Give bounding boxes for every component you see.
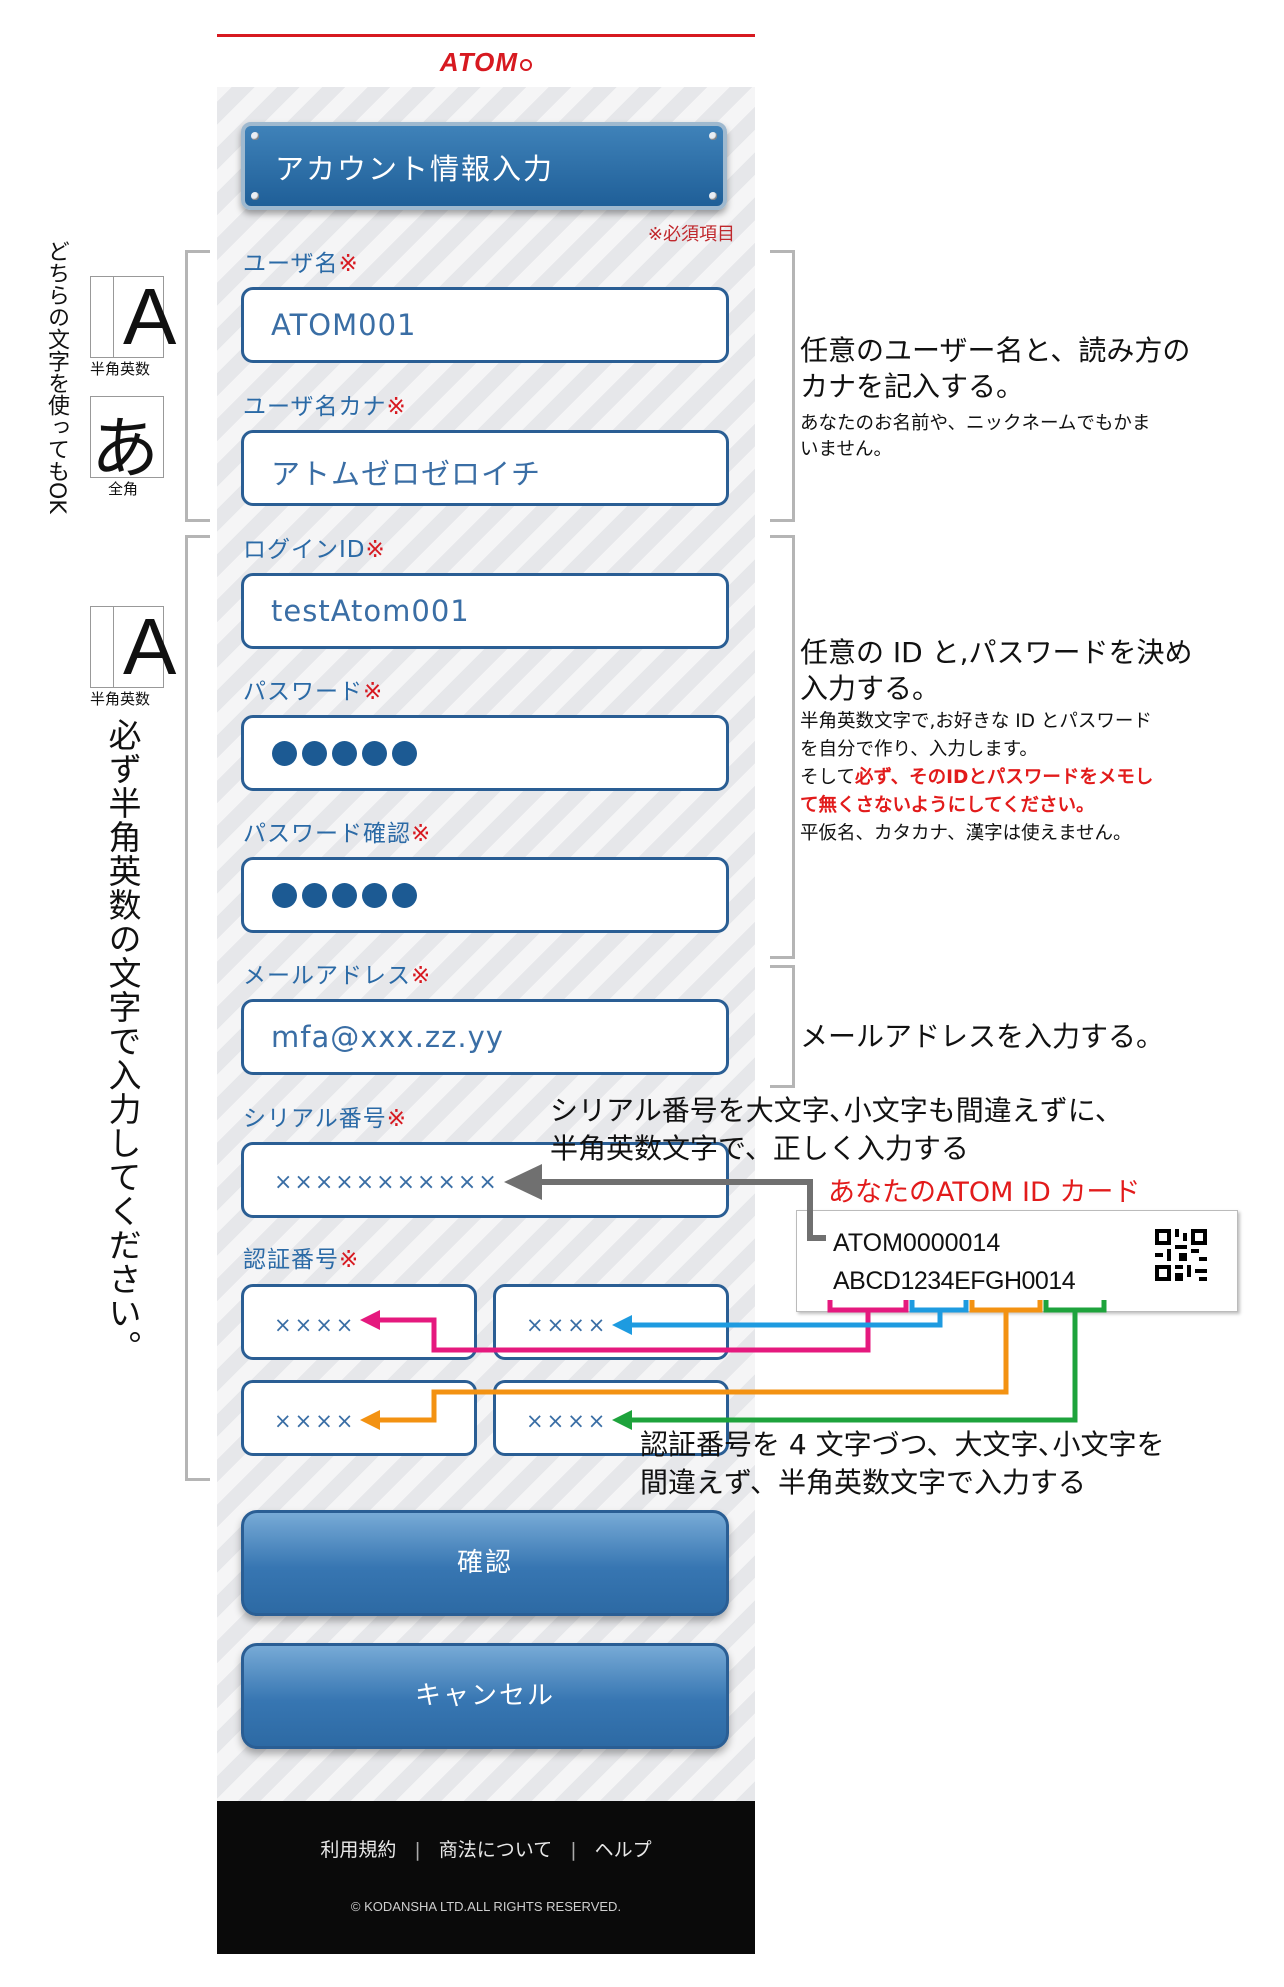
seg4-arrowhead [612,1410,632,1430]
screw-icon [709,192,717,200]
serial-label: シリアル番号※ [243,1106,408,1132]
bracket-id-left [185,535,210,1481]
note-id-6: て無くさないようにしてください。 [800,795,1095,816]
char-a-glyph: A [123,272,177,361]
seg2-arrow [630,1310,943,1328]
email-label: メールアドレス※ [243,963,432,989]
copyright: © KODANSHA LTD.ALL RIGHTS RESERVED. [350,1899,622,1914]
password-confirm-mask [272,883,417,908]
card-caption: あなたのATOM ID カード [828,1177,1141,1208]
seg3-bracket [969,1300,1043,1313]
char-a-glyph: A [123,602,177,691]
footer-link-help[interactable]: ヘルプ [594,1839,652,1861]
auth-code-value: ×××× [526,1313,609,1337]
char-box-halfwidth: A [90,272,176,361]
top-bar: ATOM [217,34,755,87]
note-name-2: カナを記入する。 [800,370,1025,403]
password-label: パスワード※ [243,679,384,705]
seg1-bracket [827,1300,909,1313]
seg2-bracket [909,1300,969,1313]
note-name-1: 任意のユーザー名と、読み方の [800,334,1191,367]
username-kana-label: ユーザ名カナ※ [243,394,407,420]
phone-screen: ATOM アカウント情報入力 ※必須項目 ユーザ名※ ATOM001 ユーザ名カ… [217,34,755,1954]
seg4-bracket [1043,1300,1107,1313]
auth-code-value: ×××× [274,1409,357,1433]
note-serial-1: シリアル番号を大文字､小文字も間違えずに、 [550,1094,1123,1127]
email-value: mfa@xxx.zz.yy [271,1020,504,1054]
password-input[interactable] [241,715,729,791]
footer-separator: | [570,1839,577,1861]
login-id-input[interactable]: testAtom001 [241,573,729,649]
serial-arrow [540,1179,826,1241]
footer-separator: | [414,1839,421,1861]
required-note: ※必須項目 [647,224,735,245]
seg4-arrow [630,1310,1078,1423]
seg1-arrowhead [360,1310,380,1330]
bracket-name-left [185,250,210,522]
username-value: ATOM001 [271,308,417,342]
note-name-3: あなたのお名前や、ニックネームでもかま [800,413,1151,434]
halfwidth-caption: 半角英数 [90,360,151,378]
char-box-fullwidth: あ [90,396,164,489]
atom-id-card: ATOM0000014 ABCD1234EFGH0014 [796,1210,1238,1312]
note-id-1: 任意の ID と,パスワードを決め [800,636,1193,669]
page-title: アカウント情報入力 [275,152,555,186]
username-kana-input[interactable]: アトムゼロゼロイチ [241,430,729,506]
password-confirm-label: パスワード確認※ [243,821,432,847]
qr-code-icon [1155,1229,1207,1281]
note-auth-2: 間違えず、半角英数文字で入力する [640,1466,1087,1499]
auth-code-value: ×××× [274,1313,357,1337]
bracket-id-right [770,535,795,959]
footer: 利用規約 | 商法について | ヘルプ © KODANSHA LTD.ALL RIGHT… [217,1801,755,1954]
title-plate: アカウント情報入力 [241,122,727,210]
screw-icon [251,132,259,140]
username-label: ユーザ名※ [243,251,359,277]
auth-code-value: ×××× [526,1409,609,1433]
login-id-label: ログインID※ [243,537,386,563]
auth-code-label: 認証番号※ [243,1247,360,1273]
confirm-button[interactable]: 確認 [241,1510,729,1616]
note-id-4: を自分で作り、入力します。 [800,739,1038,760]
note-id-3: 半角英数文字で,お好きな ID とパスワード [800,711,1152,732]
serial-value: ××××××××××× [274,1170,499,1195]
card-id-text: ATOM0000014 [833,1229,1001,1257]
bracket-mail-right [770,965,795,1088]
char-hiragana-glyph: あ [91,410,160,489]
password-mask [272,741,417,766]
atom-logo: ATOM [217,47,755,78]
login-id-value: testAtom001 [271,594,470,628]
serial-arrowhead [504,1164,542,1200]
seg3-arrowhead [360,1410,380,1430]
auth-code-input-1[interactable]: ×××× [241,1284,477,1360]
note-id-2: 入力する。 [800,672,941,705]
note-auth-1: 認証番号を 4 文字づつ、大文字､小文字を [640,1428,1165,1461]
screw-icon [709,132,717,140]
bracket-name-right [770,250,795,522]
auth-code-input-2[interactable]: ×××× [493,1284,729,1360]
card-code-text: ABCD1234EFGH0014 [833,1267,1076,1295]
note-either-char-ok: どちらの文字を使ってもOK [44,240,69,514]
footer-link-commerce[interactable]: 商法について [438,1839,553,1861]
note-name-4: いません。 [800,439,892,460]
note-halfwidth-only: 必ず半角英数の文字で入力してください。 [103,718,142,1364]
halfwidth-caption: 半角英数 [90,690,151,708]
fullwidth-caption: 全角 [108,480,139,498]
seg1-arrow [378,1310,871,1353]
footer-links: 利用規約 | 商法について | ヘルプ [217,1835,755,1862]
note-id-5: そして必ず、そのIDとパスワードをメモし [800,767,1154,788]
note-id-7: 平仮名、カタカナ、漢字は使えません。 [800,823,1132,844]
username-input[interactable]: ATOM001 [241,287,729,363]
seg3-arrow [378,1310,1009,1423]
note-mail: メールアドレスを入力する。 [800,1020,1165,1053]
screw-icon [251,192,259,200]
password-confirm-input[interactable] [241,857,729,933]
email-input[interactable]: mfa@xxx.zz.yy [241,999,729,1075]
username-kana-value: アトムゼロゼロイチ [271,457,542,491]
cancel-button[interactable]: キャンセル [241,1643,729,1749]
seg2-arrowhead [612,1315,632,1335]
char-box-halfwidth-2: A [90,602,176,691]
footer-link-terms[interactable]: 利用規約 [320,1839,397,1861]
note-serial-2: 半角英数文字で、正しく入力する [550,1132,969,1165]
